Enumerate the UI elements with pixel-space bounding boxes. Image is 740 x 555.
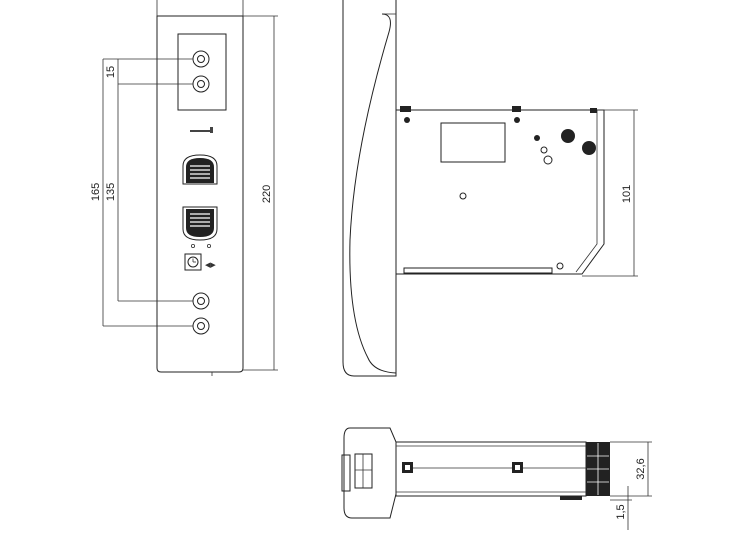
led-indicator-icon <box>206 243 211 248</box>
front-housing-outline <box>156 15 244 373</box>
svg-text:◀▶: ◀▶ <box>205 261 216 269</box>
dim-label-165: 165 <box>90 183 102 201</box>
bottom-housing-body <box>395 441 587 497</box>
bottom-cover-outline <box>343 427 397 519</box>
led-indicator-icon <box>190 243 195 248</box>
screw-hole-icon <box>192 50 210 68</box>
bottom-width-dimension <box>610 441 652 530</box>
side-depth-dimension <box>582 109 638 277</box>
terminal-block-icon <box>586 442 610 496</box>
screw-hole-icon <box>192 75 210 93</box>
label-strip-icon <box>190 127 213 133</box>
dim-label-32-6: 32,6 <box>635 458 647 479</box>
dim-label-135: 135 <box>105 183 117 201</box>
side-housing-body <box>396 109 605 275</box>
dim-label-220: 220 <box>261 185 273 203</box>
side-label-window <box>440 122 506 163</box>
speaker-grille-icon <box>182 154 218 185</box>
front-dimension-lines <box>102 58 193 327</box>
screw-hole-icon <box>192 292 210 310</box>
side-cover-profile <box>342 0 397 377</box>
dim-label-15: 15 <box>105 66 117 78</box>
large-hole-icon <box>582 141 596 155</box>
top-module-frame <box>177 33 227 111</box>
dim-label-1-5: 1,5 <box>615 504 627 519</box>
microphone-grille-icon <box>182 206 218 241</box>
side-view: 101 <box>342 0 638 377</box>
bottom-view: 32,6 1,5 <box>341 427 652 530</box>
front-height-dimension <box>243 15 278 371</box>
side-cover-curve <box>349 13 397 374</box>
screw-hole-icon <box>192 317 210 335</box>
front-view: ◀▶ 15 135 165 220 <box>90 0 278 376</box>
door-release-icon: ◀▶ <box>184 253 216 271</box>
dim-label-101: 101 <box>621 185 633 203</box>
large-hole-icon <box>561 129 575 143</box>
side-bottom-rail <box>403 267 553 274</box>
